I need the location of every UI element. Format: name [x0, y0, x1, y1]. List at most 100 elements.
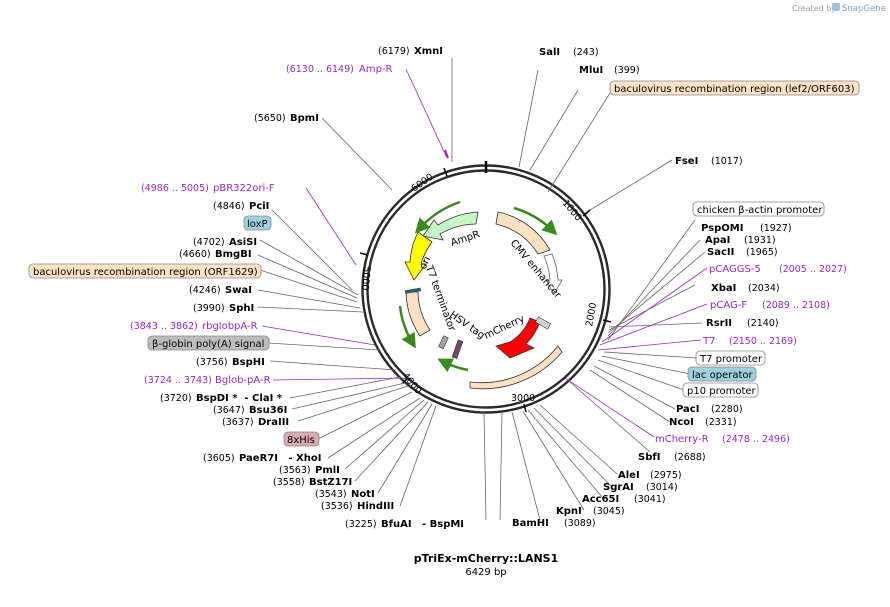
site-pos: (2975) — [650, 470, 682, 481]
site-paci[interactable]: PacI (2280) — [676, 404, 743, 415]
leader-lines-primers-right — [564, 267, 708, 438]
site-pos: (6179) — [378, 46, 410, 57]
primer-name: rbglobpA-R — [202, 321, 258, 332]
site-pspomi[interactable]: PspOMI (1927) — [701, 223, 792, 234]
feature-box-p10-promoter[interactable]: p10 promoter — [682, 382, 759, 398]
site-pos: (2140) — [747, 318, 779, 329]
site-pos: (4702) — [193, 237, 225, 248]
primer-amp-r[interactable]: (6130 .. 6149) Amp-R — [286, 64, 393, 75]
site-bspdi-clai[interactable]: (3720) BspDI * - ClaI * — [160, 393, 283, 404]
site-pmli[interactable]: (3563) PmlI — [279, 465, 340, 476]
primer-pcag-f[interactable]: pCAG-F (2089 .. 2108) — [710, 300, 830, 311]
primer-name: pCAG-F — [710, 300, 747, 311]
site-asisi[interactable]: (4702) AsiSI — [193, 237, 257, 248]
site-name: NcoI — [669, 417, 694, 428]
site-draiii[interactable]: (3637) DraIII — [222, 417, 289, 428]
site-pos: (3637) — [222, 417, 254, 428]
primer-pbr322ori-f[interactable]: (4986 .. 5005) pBR322ori-F — [141, 183, 275, 194]
site-pcii[interactable]: (4846) PciI — [213, 201, 269, 212]
feature-box-chicken-actin[interactable]: chicken β-actin promoter — [692, 201, 825, 217]
feature-box-orf1629[interactable]: baculovirus recombination region (ORF162… — [28, 263, 262, 279]
feature-box-bglob-polya[interactable]: β-globin poly(A) signal — [147, 335, 270, 351]
primer-pos: (4986 .. 5005) — [141, 183, 209, 194]
site-name: HindIII — [357, 501, 394, 512]
site-pos: (243) — [573, 47, 599, 58]
tick-label-3000: 3000 — [511, 393, 535, 404]
site-bamhi[interactable]: BamHI (3089) — [512, 518, 596, 529]
primer-pos: (3843 .. 3862) — [130, 321, 198, 332]
site-name: AsiSI — [229, 237, 257, 248]
site-bsphi[interactable]: (3756) BspHI — [196, 357, 265, 368]
site-hindiii[interactable]: (3536) HindIII — [321, 501, 394, 512]
site-apai[interactable]: ApaI (1931) — [705, 235, 776, 246]
feature-cmv[interactable] — [495, 206, 563, 295]
site-bmgbi[interactable]: (4660) BmgBI — [179, 249, 252, 260]
leader-lines-right — [499, 69, 706, 521]
site-sacii[interactable]: SacII (1965) — [707, 247, 778, 258]
site-pos: (3720) — [160, 393, 192, 404]
feature-box-lef2[interactable]: baculovirus recombination region (lef2/O… — [609, 80, 860, 96]
site-rsrii[interactable]: RsrII (2140) — [706, 318, 779, 329]
site-bfuai-bspmi[interactable]: (3225) BfuAI - BspMI — [345, 519, 464, 530]
site-ncoi[interactable]: NcoI (2331) — [669, 417, 737, 428]
primer-pos: (3724 .. 3743) — [144, 375, 212, 386]
feature-t7-terminator[interactable] — [398, 287, 431, 349]
site-xbai[interactable]: XbaI (2034) — [711, 283, 780, 294]
site-pos: (3225) — [345, 519, 377, 530]
site-sgrai[interactable]: SgrAI (3014) — [603, 482, 678, 493]
site-paer7i-xhoi[interactable]: (3605) PaeR7I - XhoI — [203, 453, 321, 464]
site-noti[interactable]: (3543) NotI — [315, 489, 375, 500]
site-swai[interactable]: (4246) SwaI — [189, 285, 252, 296]
site-name: Acc65I — [582, 494, 619, 505]
feature-label: p10 promoter — [687, 386, 757, 397]
site-acc65i[interactable]: Acc65I (3041) — [582, 494, 666, 505]
site-name: XbaI — [711, 283, 736, 294]
primer-rbglobpa-r[interactable]: (3843 .. 3862) rbglobpA-R — [130, 321, 258, 332]
site-pos: (3756) — [196, 357, 228, 368]
primer-t7[interactable]: T7 (2150 .. 2169) — [702, 336, 797, 347]
site-name: RsrII — [706, 318, 732, 329]
site-name: ApaI — [705, 235, 730, 246]
feature-label: 8xHis — [287, 435, 315, 446]
site-sali[interactable]: SalI (243) — [539, 47, 599, 58]
site-bsu36i[interactable]: (3647) Bsu36I — [213, 405, 287, 416]
feature-ori[interactable] — [404, 231, 433, 281]
site-xmni[interactable]: (6179) XmnI — [378, 46, 443, 57]
site-fsei[interactable]: FseI (1017) — [675, 156, 743, 167]
site-mlui[interactable]: MluI (399) — [579, 65, 640, 76]
feature-label: loxP — [247, 219, 268, 230]
site-name: SalI — [539, 47, 560, 58]
primer-pcaggs-5[interactable]: pCAGGS-5 (2005 .. 2027) — [709, 264, 847, 275]
feature-label: T7 promoter — [699, 354, 763, 365]
site-name: PaeR7I - XhoI — [239, 453, 321, 464]
feature-p10-arc[interactable] — [437, 345, 563, 390]
site-pos: (3089) — [564, 518, 596, 529]
site-bpmi[interactable]: (5650) BpmI — [254, 113, 319, 124]
primer-bglob-pa-r[interactable]: (3724 .. 3743) Bglob-pA-R — [144, 375, 271, 386]
tick-label-6000: 6000 — [409, 172, 435, 195]
site-bstz17i[interactable]: (3558) BstZ17I — [273, 477, 352, 488]
site-name: BspDI * - ClaI * — [196, 393, 283, 404]
tick-label-1000: 1000 — [560, 198, 584, 224]
site-pos: (3990) — [193, 303, 225, 314]
site-pos: (2280) — [711, 404, 743, 415]
site-pos: (4846) — [213, 201, 245, 212]
feature-box-loxp[interactable]: loxP — [243, 215, 272, 231]
feature-box-t7-promoter[interactable]: T7 promoter — [695, 350, 766, 366]
snapgene-logo-icon — [832, 3, 840, 11]
site-sbfi[interactable]: SbfI (2688) — [638, 452, 706, 463]
site-alei[interactable]: AleI (2975) — [618, 470, 682, 481]
primer-pos: (2150 .. 2169) — [729, 336, 797, 347]
primer-mcherry-r[interactable]: mCherry-R (2478 .. 2496) — [655, 434, 790, 445]
feature-label: lac operator — [692, 370, 753, 381]
feature-mcherry[interactable] — [495, 316, 551, 359]
site-sphi[interactable]: (3990) SphI — [193, 303, 254, 314]
feature-box-8xhis[interactable]: 8xHis — [283, 431, 320, 447]
leader-lines-left — [257, 58, 487, 521]
feature-label: β-globin poly(A) signal — [152, 339, 264, 350]
feature-box-lac-operator[interactable]: lac operator — [687, 366, 757, 382]
site-kpni[interactable]: KpnI (3045) — [556, 506, 625, 517]
feature-ampr[interactable] — [414, 200, 479, 241]
tick-label-5000: 5000 — [359, 266, 372, 291]
